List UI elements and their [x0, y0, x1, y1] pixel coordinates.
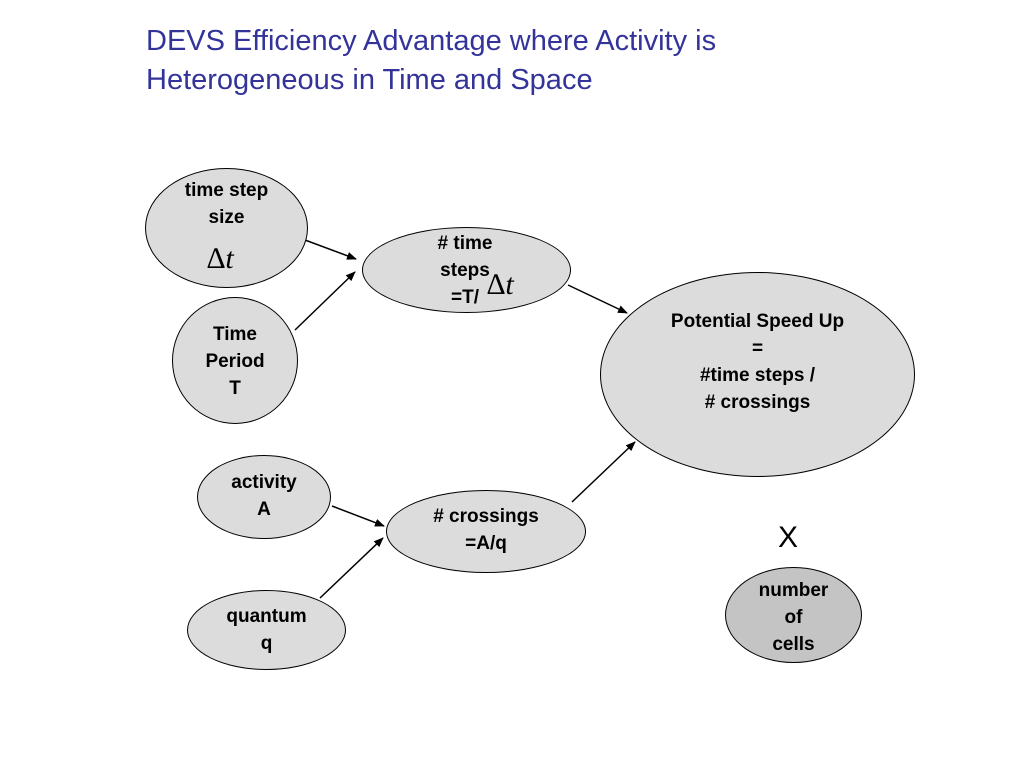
- delta-var-steps: t: [505, 268, 514, 301]
- cells-line-1: number: [758, 580, 829, 601]
- activity-node: [197, 455, 331, 539]
- title-line-1: DEVS Efficiency Advantage where Activity…: [146, 25, 717, 57]
- time-steps-line-2: steps: [440, 260, 490, 281]
- page-title: DEVS Efficiency Advantage where Activity…: [146, 22, 716, 100]
- crossings-line-2: =A/q: [465, 533, 507, 554]
- time-period-node: [172, 297, 298, 424]
- delta-symbol-steps: ∆: [487, 268, 506, 301]
- time-step-size-node: [145, 168, 308, 288]
- speed-up-line-1: Potential Speed Up: [670, 311, 845, 332]
- delta-t-symbol-steps: ∆t: [487, 270, 514, 300]
- activity-line-1: activity: [231, 472, 297, 493]
- cells-line-2: of: [784, 607, 803, 628]
- speed-up-line-2: =: [751, 338, 764, 359]
- crossings-node: [386, 490, 586, 573]
- arrow-crossings-to-speedup: [571, 441, 636, 503]
- speed-up-line-4: # crossings: [704, 392, 811, 413]
- speed-up-line-3: #time steps /: [699, 365, 816, 386]
- arrow-quantum-to-crossings: [319, 537, 384, 599]
- time-steps-line-3: =T/: [451, 287, 479, 308]
- time-steps-line-1: # time: [437, 233, 493, 254]
- time-steps-node: [362, 227, 571, 313]
- quantum-node: [187, 590, 346, 670]
- delta-var: t: [225, 242, 234, 275]
- arrow-activity-to-crossings: [331, 505, 385, 527]
- quantum-line-1: quantum: [226, 606, 307, 627]
- title-line-2: Heterogeneous in Time and Space: [146, 64, 593, 96]
- activity-line-2: A: [257, 499, 271, 520]
- arrow-timestep-to-timesteps: [304, 239, 357, 260]
- time-period-line-1: Time: [212, 324, 257, 345]
- multiply-symbol: X: [778, 521, 799, 554]
- cells-line-3: cells: [772, 634, 815, 655]
- number-of-cells-node: [725, 567, 862, 663]
- time-step-size-line-1: time step: [184, 180, 269, 201]
- arrow-timeperiod-to-timesteps: [294, 271, 356, 331]
- crossings-line-1: # crossings: [433, 506, 539, 527]
- time-step-size-line-2: size: [208, 207, 245, 228]
- time-period-line-2: Period: [205, 351, 265, 372]
- time-period-line-3: T: [229, 378, 241, 399]
- quantum-line-2: q: [260, 633, 273, 654]
- potential-speed-up-node: [600, 272, 915, 477]
- delta-symbol: ∆: [207, 242, 226, 275]
- delta-t-symbol: ∆t: [207, 244, 234, 274]
- arrow-timesteps-to-speedup: [567, 284, 628, 314]
